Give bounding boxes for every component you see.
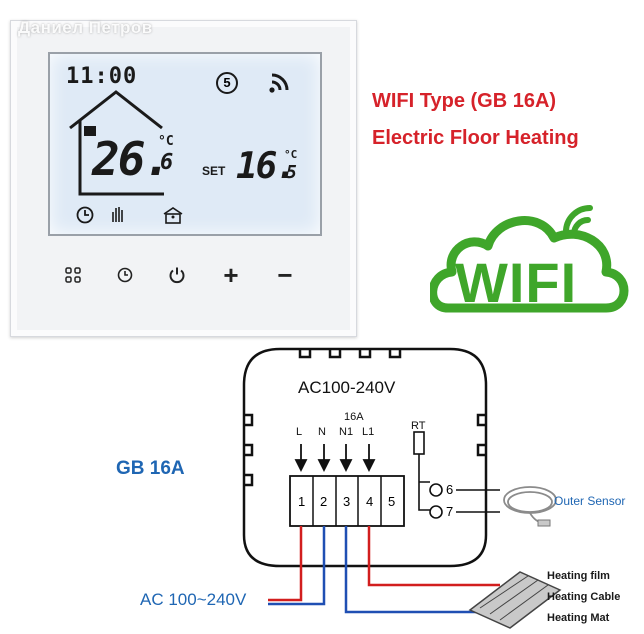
terminal-6: 6 <box>446 482 454 497</box>
terminal-2: 2 <box>320 494 328 509</box>
menu-icon <box>65 267 81 283</box>
room-temp-unit: °C <box>158 134 174 149</box>
terminal-letter-n1: N1 <box>339 426 354 438</box>
day-indicator: 5 <box>216 72 238 94</box>
schedule-clock-icon <box>76 206 94 224</box>
terminal-letter-l1: L1 <box>362 426 375 438</box>
wifi-logo-text: WIFI <box>455 251 578 314</box>
lcd-screen: 11:00 5 26. 6 °C SET 16. 5 °C <box>48 52 322 236</box>
amp-label: 16A <box>344 411 364 423</box>
set-temperature-decimal: 5 <box>286 162 297 183</box>
manual-hand-icon <box>112 207 123 222</box>
headline-line-1: WIFI Type (GB 16A) <box>372 90 557 112</box>
menu-button[interactable] <box>60 262 86 288</box>
away-mode-icon <box>163 207 183 224</box>
terminal-4: 4 <box>366 494 374 509</box>
model-label: GB 16A <box>116 458 185 479</box>
day-number: 5 <box>223 75 231 90</box>
minus-icon: − <box>277 259 293 290</box>
power-button[interactable] <box>164 262 190 288</box>
heating-cable-label: Heating Cable <box>547 591 621 603</box>
heating-film-label: Heating film <box>547 570 610 582</box>
terminal-letter-l: L <box>296 426 303 438</box>
rt-label: RT <box>411 420 426 432</box>
house-icon <box>69 90 164 196</box>
watermark: Даниел Петров <box>18 18 153 37</box>
voltage-label: AC100-240V <box>298 378 396 397</box>
set-temperature: 16. <box>236 146 297 187</box>
terminal-7: 7 <box>446 504 454 519</box>
wifi-cloud-logo <box>430 204 629 313</box>
room-temperature: 26. <box>92 132 171 186</box>
room-temperature-decimal: 6 <box>160 150 174 175</box>
clock-icon <box>117 267 133 283</box>
plus-icon: + <box>223 259 239 290</box>
heating-mat-label: Heating Mat <box>547 612 610 624</box>
set-temp-unit: °C <box>284 148 298 161</box>
terminal-1: 1 <box>298 494 306 509</box>
outer-sensor-label: Outer Sensor <box>554 494 626 508</box>
set-label: SET <box>202 164 226 178</box>
plus-button[interactable]: + <box>218 259 244 290</box>
minus-button[interactable]: − <box>272 259 298 290</box>
ac-input-label: AC 100~240V <box>140 590 247 609</box>
time-display: 11:00 <box>66 64 138 89</box>
terminal-5: 5 <box>388 494 396 509</box>
terminal-3: 3 <box>343 494 351 509</box>
headline-line-2: Electric Floor Heating <box>372 127 579 149</box>
power-icon <box>169 267 185 284</box>
wifi-signal-icon <box>269 73 289 93</box>
terminal-letter-n: N <box>318 426 326 438</box>
clock-button[interactable] <box>112 262 138 288</box>
